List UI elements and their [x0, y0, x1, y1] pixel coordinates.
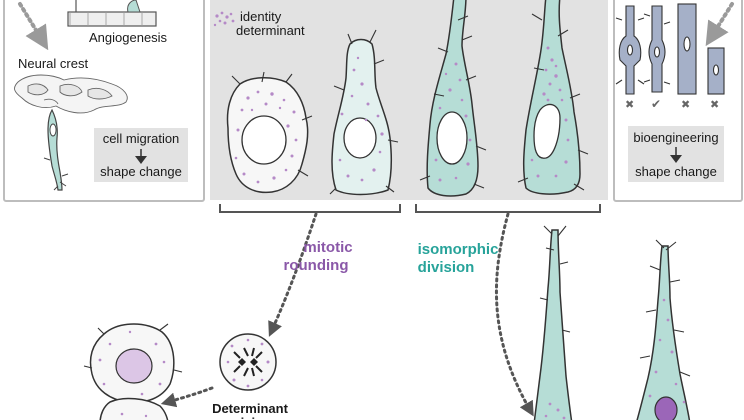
center-panel: identity determinant — [210, 0, 608, 200]
bracket-right — [415, 204, 601, 213]
legend-line-2: determinant — [236, 23, 305, 38]
svg-text:✖: ✖ — [625, 98, 634, 111]
migrating-cell-icon — [43, 108, 69, 191]
determinant-label: Determinant — [212, 401, 289, 416]
brackets — [219, 204, 601, 213]
left-panel: Angiogenesis Neural crest cell migration… — [3, 0, 205, 202]
svg-text:✖: ✖ — [710, 98, 719, 111]
tall-cell-3 — [419, 0, 487, 197]
arrow-mitotic — [268, 212, 318, 337]
cell-migration-label: cell migration — [103, 131, 180, 146]
rounding-label: rounding — [284, 257, 349, 274]
arrow-isomorphic — [494, 212, 534, 417]
right-panel: ✖ ✔ ✖ ✖ bioengineering shape change — [613, 0, 743, 202]
engineered-cells-icon — [615, 3, 725, 95]
division-label: division — [418, 259, 475, 276]
svg-text:✖: ✖ — [681, 98, 690, 111]
elongated-cell-2 — [329, 29, 399, 196]
shape-change-label-left: shape change — [100, 164, 182, 179]
daughter-cells — [83, 323, 183, 420]
angiogenesis-vessel-icon — [67, 0, 157, 27]
isomorphic-label: isomorphic — [418, 241, 499, 258]
determinant-dots — [234, 46, 570, 184]
mitotic-cell — [219, 333, 277, 391]
legend-line-1: identity — [240, 9, 282, 24]
down-arrow-icon — [135, 156, 147, 164]
angiogenesis-label: Angiogenesis — [89, 30, 168, 45]
down-arrow-icon — [670, 155, 682, 163]
neural-crest-cluster-icon — [14, 74, 128, 114]
isomorphic-cell-right — [636, 239, 691, 420]
shape-change-label-right: shape change — [635, 164, 717, 179]
mitotic-label: mitotic — [303, 239, 352, 256]
bracket-left — [219, 204, 401, 213]
tall-cell-4 — [517, 0, 589, 195]
isomorphic-cell-left — [533, 225, 573, 420]
svg-text:✔: ✔ — [651, 97, 661, 111]
incoming-arrow-left — [18, 2, 49, 51]
arrow-mixing — [160, 386, 214, 408]
round-cell-1 — [226, 71, 313, 194]
evaluation-marks: ✖ ✔ ✖ ✖ — [625, 97, 719, 111]
identity-determinant-legend — [213, 11, 235, 27]
bioengineering-label: bioengineering — [633, 130, 718, 145]
mixing-label: mixing — [229, 415, 271, 420]
incoming-arrow-right — [705, 2, 734, 47]
neural-crest-label: Neural crest — [18, 56, 88, 71]
